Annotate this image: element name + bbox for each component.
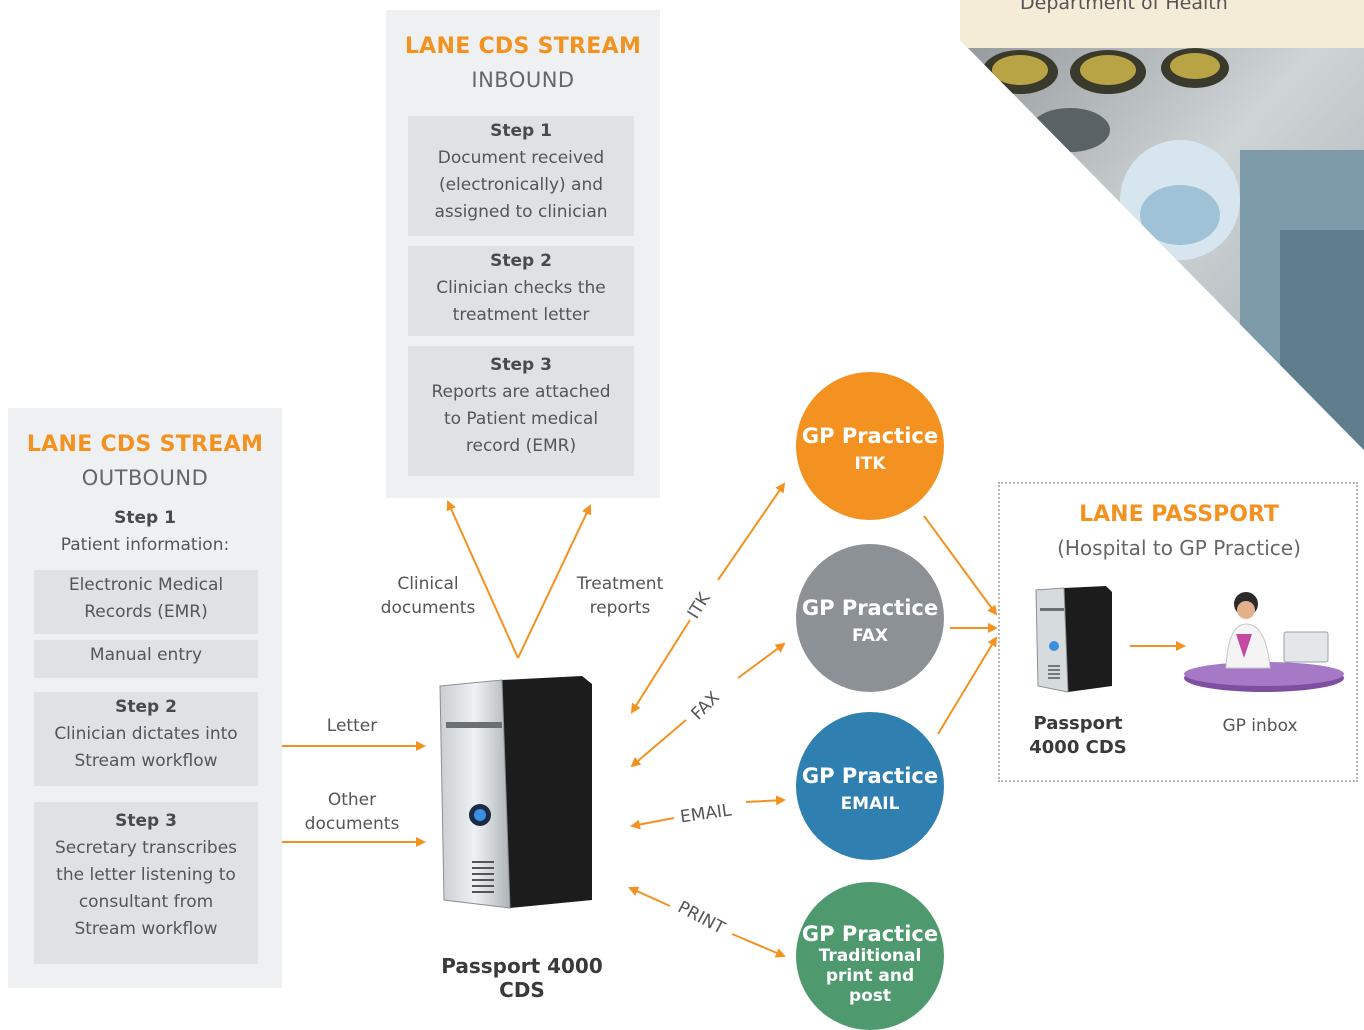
gp-practice-fax: GP Practice FAX	[796, 544, 944, 692]
label-letter: Letter	[326, 716, 378, 736]
step-text: the letter listening to	[56, 865, 236, 885]
arrow-itk-passport	[923, 515, 998, 616]
hospital-photo	[960, 0, 1364, 450]
step-label: Step 3	[115, 811, 177, 831]
outbound-step-3: Step 3 Secretary transcribes the letter …	[34, 802, 258, 964]
inbound-panel: LANE CDS STREAM INBOUND Step 1 Document …	[386, 10, 660, 498]
label-treatment-reports: Treatment reports	[570, 572, 670, 620]
lane-passport-subtitle: (Hospital to GP Practice)	[1057, 536, 1301, 560]
server-label-line: CDS	[499, 978, 545, 1002]
step-label: Step 3	[490, 355, 552, 375]
arrow-email-passport	[937, 636, 998, 735]
source-text: Electronic Medical	[68, 575, 224, 595]
gp-practice-email: GP Practice EMAIL	[796, 712, 944, 860]
lane-passport-box: LANE PASSPORT (Hospital to GP Practice) …	[998, 482, 1358, 782]
gp-channel: FAX	[852, 626, 888, 646]
step-text: Document received	[437, 148, 605, 168]
step-text: Stream workflow	[74, 751, 218, 771]
label-line: 4000 CDS	[1029, 737, 1127, 758]
gp-channel: ITK	[854, 454, 886, 474]
arrow-itk-out	[717, 482, 786, 581]
gp-title: GP Practice	[801, 764, 939, 788]
step-text: record (EMR)	[465, 436, 577, 456]
label-line: reports	[589, 598, 651, 618]
source-text: Records (EMR)	[84, 602, 208, 622]
arrow-clinical	[446, 500, 519, 659]
gp-inbox-label: GP inbox	[1222, 716, 1298, 736]
gp-practice-itk: GP Practice ITK	[796, 372, 944, 520]
source-emr: Electronic Medical Records (EMR)	[34, 570, 258, 634]
step-text: Reports are attached	[431, 382, 611, 402]
server-label: Passport 4000 CDS	[430, 954, 614, 1002]
step-label: Step 2	[490, 251, 552, 271]
outbound-subtitle: OUTBOUND	[81, 466, 209, 490]
gp-title: GP Practice	[801, 424, 939, 448]
gp-channel: Traditional	[818, 946, 922, 966]
step-text: Clinician dictates into	[54, 724, 238, 744]
gp-channel: print and	[825, 966, 915, 986]
source-manual: Manual entry	[34, 640, 258, 678]
passport-server-label: Passport 4000 CDS	[1008, 712, 1148, 760]
outbound-step-2: Step 2 Clinician dictates into Stream wo…	[34, 692, 258, 786]
outbound-panel: LANE CDS STREAM OUTBOUND Step 1 Patient …	[8, 408, 282, 988]
inbound-title: LANE CDS STREAM	[404, 34, 642, 59]
label-line: Treatment	[576, 574, 664, 594]
server-tower-icon	[439, 676, 592, 909]
server-label-line: Passport 4000	[441, 954, 603, 978]
passport-server-icon	[1035, 586, 1112, 693]
inbound-subtitle: INBOUND	[471, 68, 575, 92]
step-text: Stream workflow	[74, 919, 218, 939]
step-text: consultant from	[78, 892, 214, 912]
inbound-step-1: Step 1 Document received (electronically…	[408, 116, 634, 236]
inbound-step-2: Step 2 Clinician checks the treatment le…	[408, 246, 634, 336]
gp-title: GP Practice	[801, 922, 939, 946]
step-label: Step 1	[114, 508, 176, 528]
outbound-title: LANE CDS STREAM	[26, 432, 264, 457]
arrow-email-out	[745, 795, 786, 806]
label-line: documents	[304, 814, 400, 834]
lane-passport-title: LANE PASSPORT	[1079, 502, 1279, 527]
arrow-fax-out	[737, 642, 786, 679]
label-line: Passport	[1033, 713, 1123, 734]
gp-title: GP Practice	[801, 596, 939, 620]
arrow-email-in	[630, 817, 675, 830]
label-line: documents	[380, 598, 476, 618]
label-clinical-documents: Clinical documents	[378, 572, 478, 620]
step-text: to Patient medical	[443, 409, 599, 429]
step-text: assigned to clinician	[434, 202, 608, 222]
step-label: Step 1	[490, 121, 552, 141]
label-line: Clinical	[397, 574, 459, 594]
gp-practice-print: GP Practice Traditional print and post	[796, 882, 944, 1030]
arrow-treatment	[517, 504, 592, 659]
arrow-print-in	[628, 886, 671, 907]
step-label: Step 2	[115, 697, 177, 717]
step-text: Patient information:	[60, 535, 230, 555]
gp-inbox-icon	[1184, 592, 1344, 692]
step-text: Clinician checks the	[436, 278, 606, 298]
source-text: Manual entry	[89, 645, 203, 665]
arrow-print-out	[731, 933, 786, 958]
photo-caption: Department of Health	[1020, 0, 1228, 14]
gp-channel: EMAIL	[840, 794, 900, 814]
arrow-itk-in	[630, 619, 691, 714]
step-text: (electronically) and	[438, 175, 604, 195]
outbound-step-1: Step 1 Patient information:	[8, 505, 282, 559]
arrow-fax-in	[630, 719, 687, 768]
inbound-step-3: Step 3 Reports are attached to Patient m…	[408, 346, 634, 476]
label-other-documents: Other documents	[300, 788, 404, 836]
gp-channel: post	[848, 986, 892, 1006]
label-line: Other	[327, 790, 377, 810]
step-text: Secretary transcribes	[54, 838, 238, 858]
step-text: treatment letter	[452, 305, 590, 325]
